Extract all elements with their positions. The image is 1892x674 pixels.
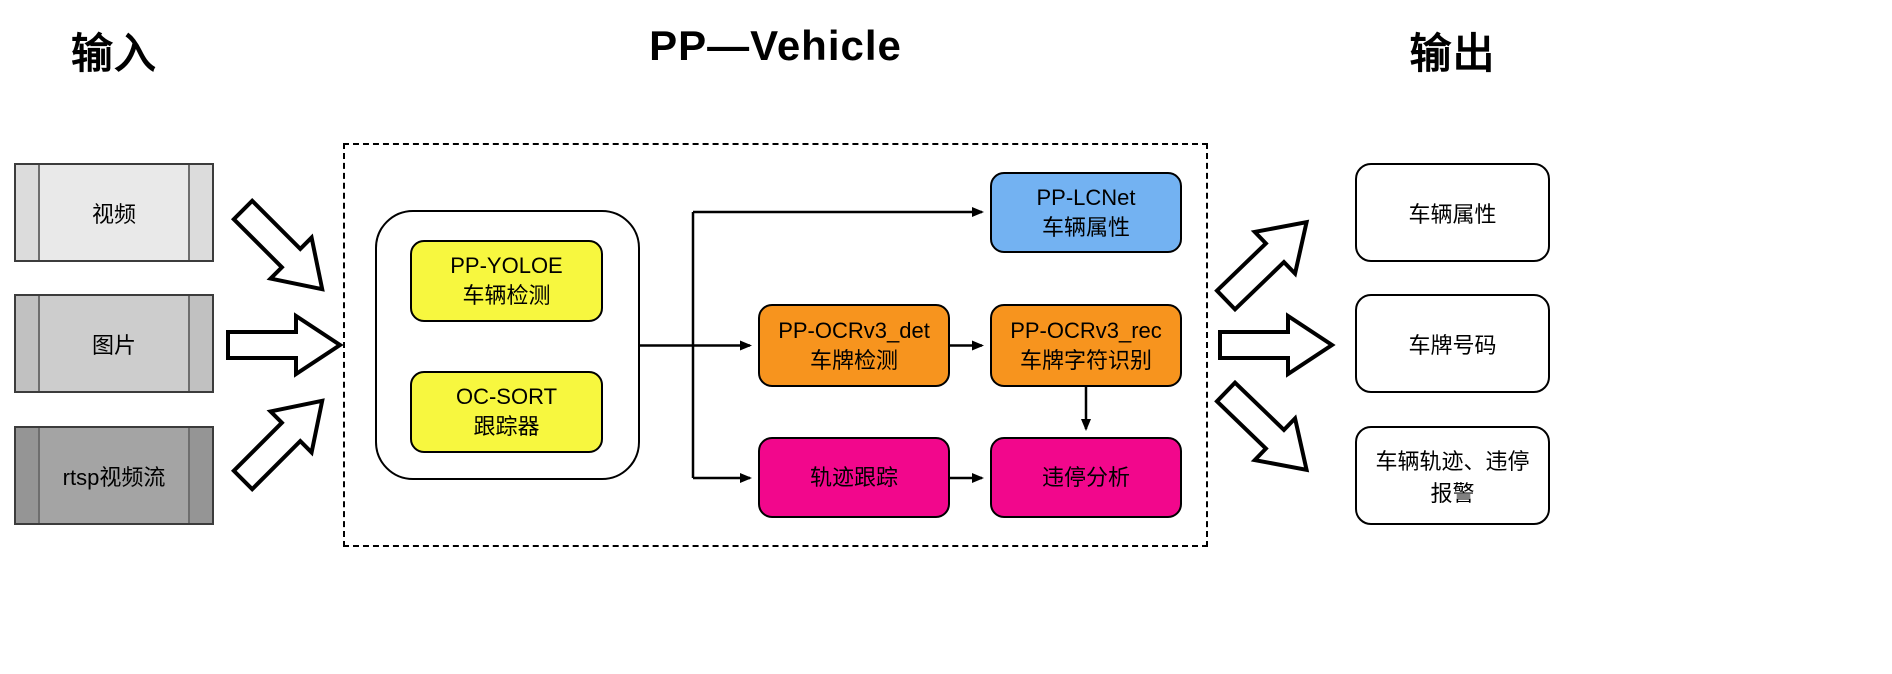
- input-image-label: 图片: [91, 332, 136, 358]
- node-task-label: 车辆检测: [462, 283, 551, 308]
- flow-arrow-pipeline-to-attribute: [1214, 219, 1310, 313]
- flow-arrow-rtsp-to-pipeline: [230, 398, 325, 493]
- oc-sort-node: OC-SORT 跟踪器: [410, 371, 603, 453]
- pipeline-boundary: [343, 143, 1208, 547]
- output-plate-label: 车牌号码: [1408, 332, 1497, 358]
- input-video-label: 视频: [91, 201, 136, 227]
- film-strip-right: [188, 165, 212, 260]
- parking-analysis-node: 违停分析: [990, 437, 1182, 518]
- film-strip-right: [188, 428, 212, 523]
- input-rtsp-box: rtsp视频流: [14, 426, 214, 525]
- node-task-label: 跟踪器: [473, 414, 540, 439]
- node-task-label: 车辆属性: [1041, 214, 1130, 240]
- pp-yoloe-node: PP-YOLOE 车辆检测: [410, 240, 603, 322]
- input-column-title: 输入: [70, 30, 157, 77]
- pp-ocrv3-rec-node: PP-OCRv3_rec 车牌字符识别: [990, 304, 1182, 387]
- output-plate-box: 车牌号码: [1355, 294, 1550, 393]
- pipeline-title: PP—Vehicle: [649, 22, 902, 69]
- output-attribute-box: 车辆属性: [1355, 163, 1550, 262]
- node-task-label: 轨迹跟踪: [809, 464, 898, 490]
- pp-lcnet-node: PP-LCNet 车辆属性: [990, 172, 1182, 253]
- trajectory-node: 轨迹跟踪: [758, 437, 950, 518]
- input-rtsp-label: rtsp视频流: [62, 464, 166, 490]
- output-column-title: 输出: [1409, 30, 1496, 77]
- film-strip-left: [16, 165, 40, 260]
- film-strip-right: [188, 296, 212, 391]
- output-trajectory-alarm-box: 车辆轨迹、违停报警: [1355, 426, 1550, 525]
- node-task-label: 车牌检测: [809, 347, 898, 373]
- node-model-name: PP-OCRv3_rec: [1010, 317, 1162, 343]
- node-model-name: PP-YOLOE: [450, 253, 563, 279]
- flow-arrow-image-to-pipeline: [226, 312, 344, 378]
- pp-ocrv3-det-node: PP-OCRv3_det 车牌检测: [758, 304, 950, 387]
- node-model-name: PP-LCNet: [1036, 184, 1136, 210]
- film-strip-left: [16, 428, 40, 523]
- flow-arrow-pipeline-to-alarm: [1214, 379, 1310, 473]
- input-video-box: 视频: [14, 163, 214, 262]
- node-task-label: 车牌字符识别: [1019, 347, 1152, 373]
- node-task-label: 违停分析: [1041, 464, 1130, 490]
- output-trajectory-alarm-label: 车辆轨迹、违停报警: [1375, 448, 1530, 506]
- flow-arrow-video-to-pipeline: [230, 197, 325, 292]
- input-image-box: 图片: [14, 294, 214, 393]
- flow-arrow-pipeline-to-plate: [1218, 312, 1336, 378]
- output-attribute-label: 车辆属性: [1408, 201, 1497, 227]
- film-strip-left: [16, 296, 40, 391]
- node-model-name: OC-SORT: [455, 384, 558, 410]
- node-model-name: PP-OCRv3_det: [778, 317, 930, 343]
